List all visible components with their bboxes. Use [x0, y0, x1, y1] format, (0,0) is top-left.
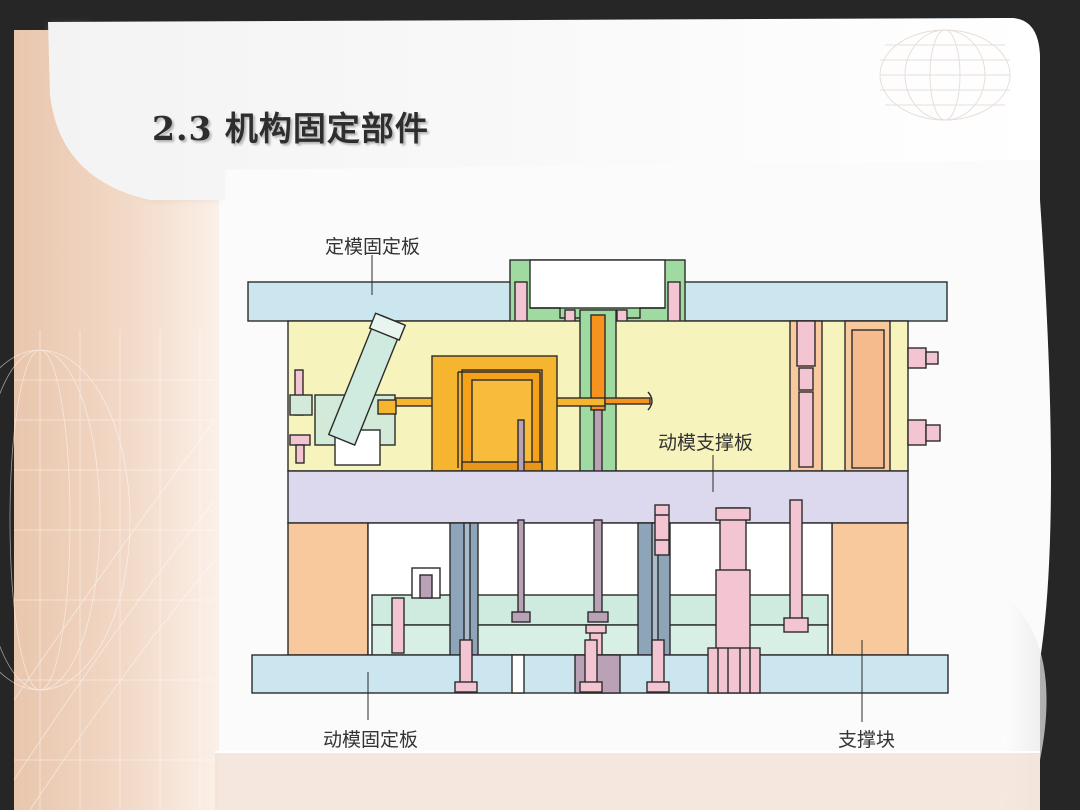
- label-moving-support-plate: 动模支撑板: [658, 428, 754, 455]
- mold-assembly-diagram: [247, 255, 949, 722]
- label-moving-clamp-plate: 动模固定板: [323, 729, 419, 751]
- moving-support-plate: [287, 470, 909, 524]
- label-fixed-clamp-plate: 定模固定板: [325, 236, 421, 258]
- label-support-block: 支撑块: [838, 729, 896, 751]
- slide-title: 2.3 机构固定部件: [152, 109, 429, 148]
- support-block-left: [287, 522, 369, 656]
- fixed-clamp-plate-right: [679, 281, 948, 322]
- support-block-right: [831, 522, 909, 656]
